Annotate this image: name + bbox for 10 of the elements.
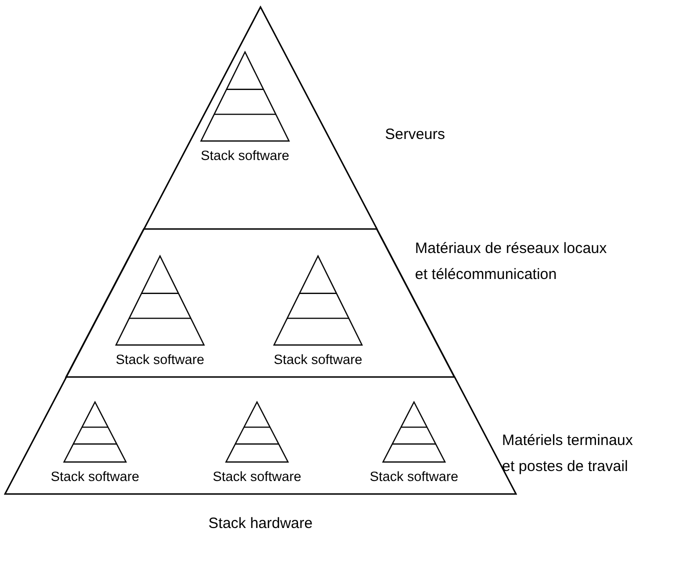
tier-label: Serveurs (384, 125, 446, 145)
pyramid-label: Stack hardware (207, 514, 314, 534)
pyramid-label: Stack software (114, 351, 206, 369)
pyramid-label: Stack software (50, 468, 140, 486)
pyramid-label: Stack software (368, 468, 460, 486)
pyramid-label: Stack software (212, 468, 302, 486)
pyramid-label: Stack software (272, 351, 364, 369)
tier-label: Matériaux de réseaux locaux et télécommunication (414, 239, 608, 285)
tier-label: Matériels terminaux et postes de travail (502, 431, 634, 477)
pyramid-label: Stack software (200, 147, 290, 165)
